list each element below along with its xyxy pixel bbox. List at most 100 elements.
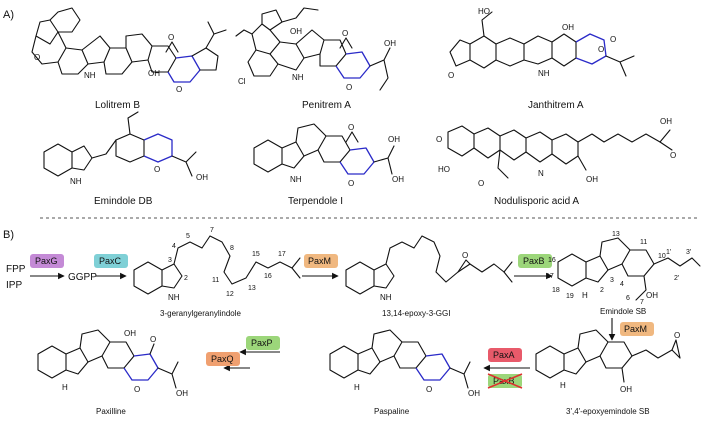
paxilline-o-ketone: O bbox=[150, 335, 156, 344]
paxa-label: PaxA bbox=[493, 350, 515, 360]
esb-num-1p: 1' bbox=[666, 249, 671, 256]
ggi-num-15: 15 bbox=[252, 251, 260, 258]
paxb-1-badge bbox=[518, 254, 552, 268]
epoxy-ggi-o: O bbox=[462, 251, 468, 260]
penitrem-oh-2: OH bbox=[384, 39, 396, 48]
paxa-badge bbox=[488, 348, 522, 362]
nodulisporic-o-ring: O bbox=[436, 135, 442, 144]
nodulisporic-acid-a-label: Nodulisporic acid A bbox=[494, 196, 579, 207]
janthitrem-oh-atom: OH bbox=[562, 23, 574, 32]
ggi-num-5: 5 bbox=[186, 233, 190, 240]
epoxyemindole-oh: OH bbox=[620, 385, 632, 394]
esb-num-16: 16 bbox=[548, 257, 556, 264]
janthitrem-nh-atom: NH bbox=[538, 69, 550, 78]
esb-num-13: 13 bbox=[612, 231, 620, 238]
esb-num-11: 11 bbox=[640, 239, 647, 246]
ggi-num-11: 11 bbox=[212, 277, 219, 284]
paxm-1-badge bbox=[304, 254, 338, 268]
paxg-badge bbox=[30, 254, 64, 268]
esb-num-19: 19 bbox=[566, 293, 574, 300]
paxm-2-label: PaxM bbox=[624, 324, 647, 334]
paspaline-h: H bbox=[354, 383, 360, 392]
esb-num-3p: 3' bbox=[686, 249, 691, 256]
terpendole-nh: NH bbox=[290, 175, 302, 184]
nodulisporic-o-amide: O bbox=[478, 179, 484, 188]
epoxy-ggi-label: 13,14-epoxy-3-GGI bbox=[382, 309, 450, 318]
esb-num-2p: 2' bbox=[674, 275, 679, 282]
terpendole-oh-2: OH bbox=[392, 175, 404, 184]
emindole-db-o: O bbox=[154, 165, 160, 174]
lolitrem-nh-atom: NH bbox=[84, 71, 96, 80]
epoxyemindole-sb-label: 3',4'-epoxyemindole SB bbox=[566, 407, 650, 416]
paxb-1-label: PaxB bbox=[523, 256, 545, 266]
lolitrem-b-label: Lolitrem B bbox=[95, 100, 140, 111]
ipp-label: IPP bbox=[6, 280, 22, 291]
paxp-label: PaxP bbox=[251, 338, 273, 348]
penitrem-a-label: Penitrem A bbox=[302, 100, 351, 111]
terpendole-o-ring: O bbox=[348, 179, 354, 188]
paxilline-o-ring: O bbox=[134, 385, 140, 394]
emindole-db-structure bbox=[43, 111, 197, 177]
nodulisporic-ho: HO bbox=[438, 165, 450, 174]
paxb-2-cross-2 bbox=[487, 373, 523, 389]
penitrem-oh-atom: OH bbox=[290, 27, 302, 36]
lolitrem-o-ring: O bbox=[176, 85, 182, 94]
penitrem-o-epoxide: O bbox=[342, 29, 348, 38]
janthitrem-o-atom: O bbox=[448, 71, 454, 80]
lolitrem-oh-atom: OH bbox=[148, 69, 160, 78]
paspaline-label: Paspaline bbox=[374, 407, 410, 416]
fpp-label: FPP bbox=[6, 264, 26, 275]
esb-num-18: 18 bbox=[552, 287, 560, 294]
esb-num-17: 17 bbox=[546, 273, 554, 280]
section-b-label: B) bbox=[3, 229, 14, 241]
ggi-num-8: 8 bbox=[230, 245, 234, 252]
terpendole-i-label: Terpendole I bbox=[288, 196, 343, 207]
janthitrem-o-ketone: O bbox=[610, 35, 616, 44]
paspaline-structure bbox=[329, 329, 471, 389]
epoxy-ggi-nh: NH bbox=[380, 293, 392, 302]
paspaline-oh: OH bbox=[468, 389, 480, 398]
esb-num-2: 2 bbox=[600, 287, 604, 294]
nodulisporic-oh-acid: OH bbox=[660, 117, 672, 126]
paxilline-oh-1: OH bbox=[124, 329, 136, 338]
ggi-nh: NH bbox=[168, 293, 180, 302]
nodulisporic-n: N bbox=[538, 169, 544, 178]
lolitrem-o-atom: O bbox=[34, 53, 40, 62]
paxilline-label: Paxilline bbox=[96, 407, 126, 416]
lolitrem-o-epoxide: O bbox=[168, 33, 174, 42]
ggi-num-17: 17 bbox=[278, 251, 286, 258]
lolitrem-b-structure bbox=[31, 7, 227, 83]
section-a-label: A) bbox=[3, 9, 14, 21]
penitrem-a-structure bbox=[235, 7, 391, 91]
nodulisporic-acid-a-structure bbox=[447, 125, 673, 179]
terpendole-o-epoxide: O bbox=[348, 123, 354, 132]
penitrem-o-ring: O bbox=[346, 83, 352, 92]
emindole-sb-structure bbox=[557, 237, 701, 301]
paxp-badge bbox=[246, 336, 280, 350]
epoxyemindole-sb-structure bbox=[535, 329, 681, 383]
epoxy-ggi-structure bbox=[345, 235, 513, 295]
paxm-2-badge bbox=[620, 322, 654, 336]
ggi-num-13: 13 bbox=[248, 285, 256, 292]
emindole-sb-label: Emindole SB bbox=[600, 307, 646, 316]
esb-num-7: 7 bbox=[640, 299, 644, 306]
paxc-badge bbox=[94, 254, 128, 268]
ggi-structure bbox=[133, 235, 301, 295]
penitrem-cl-atom: Cl bbox=[238, 77, 246, 86]
ggi-num-2: 2 bbox=[184, 275, 188, 282]
paxilline-structure bbox=[37, 329, 179, 389]
terpendole-i-structure bbox=[253, 123, 395, 175]
ggi-num-3: 3 bbox=[168, 257, 172, 264]
esb-num-4: 4 bbox=[620, 281, 624, 288]
ggi-num-4: 4 bbox=[172, 243, 176, 250]
emindole-db-oh: OH bbox=[196, 173, 208, 182]
paxilline-h: H bbox=[62, 383, 68, 392]
paxg-label: PaxG bbox=[35, 256, 58, 266]
paxm-1-label: PaxM bbox=[308, 256, 331, 266]
paxq-label: PaxQ bbox=[211, 354, 234, 364]
epoxyemindole-h: H bbox=[560, 381, 566, 390]
emindole-db-nh: NH bbox=[70, 177, 82, 186]
janthitrem-a-structure bbox=[449, 11, 635, 77]
paxilline-oh-2: OH bbox=[176, 389, 188, 398]
